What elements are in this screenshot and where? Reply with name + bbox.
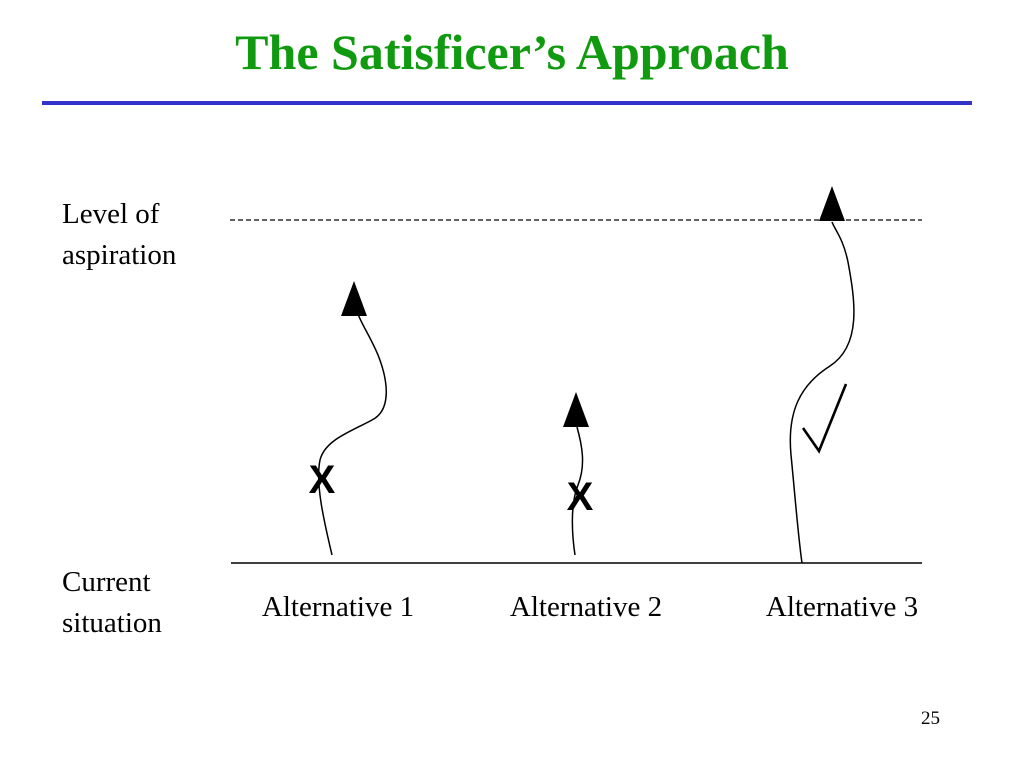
- check-mark-icon: [801, 383, 848, 454]
- alternative-3-arrowhead: [819, 186, 845, 221]
- slide-title: The Satisficer’s Approach: [235, 24, 789, 80]
- alternative-2-path: [571, 426, 584, 556]
- alternative-1-arrowhead: [341, 281, 367, 316]
- current-situation-label: Current situation: [62, 562, 162, 644]
- current-label-line-1: Current: [62, 566, 151, 598]
- aspiration-label-line-2: aspiration: [62, 239, 177, 271]
- alternative-1-path: [317, 313, 387, 556]
- aspiration-level-label: Level of aspiration: [62, 194, 176, 276]
- aspiration-label-line-1: Level of: [62, 198, 160, 230]
- alternative-3-path: [789, 221, 855, 564]
- alternative-2-reject-mark: X: [567, 475, 594, 519]
- title-underline: [42, 101, 972, 105]
- current-label-line-2: situation: [62, 607, 162, 639]
- alternative-1-label: Alternative 1: [261, 591, 415, 623]
- alternative-1-reject-mark: X: [309, 458, 336, 502]
- alternative-2-arrowhead: [563, 392, 589, 427]
- page-number: 25: [921, 708, 940, 729]
- alternative-2-label: Alternative 2: [509, 591, 663, 623]
- alternative-3-label: Alternative 3: [765, 591, 919, 623]
